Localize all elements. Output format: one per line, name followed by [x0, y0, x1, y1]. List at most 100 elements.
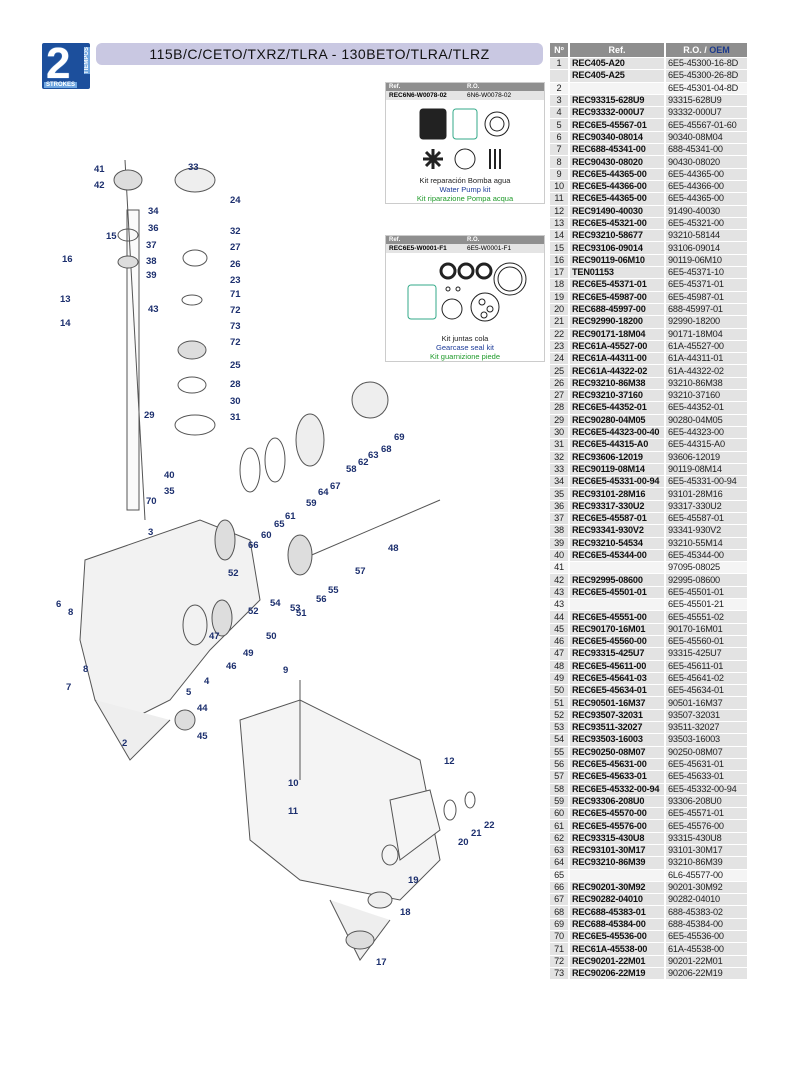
- part-oem: 91490-40030: [666, 205, 747, 217]
- part-oem: 93317-330U2: [666, 500, 747, 512]
- part-ref: REC6E5-45641-03: [570, 672, 664, 685]
- part-oem: 6E5-44365-00: [666, 168, 747, 180]
- part-number: 63: [550, 845, 568, 857]
- part-oem: 93511-32027: [666, 722, 747, 734]
- callout-label: 46: [226, 661, 237, 672]
- part-number: 21: [550, 316, 568, 328]
- part-oem: 6L6-45577-00: [666, 869, 747, 881]
- callout-label: 20: [458, 837, 469, 848]
- part-ref: REC61A-44311-00: [570, 353, 664, 365]
- callout-label: 3: [148, 527, 154, 538]
- callout-label: 59: [306, 498, 317, 509]
- callout-label: 35: [164, 486, 175, 497]
- part-number: 40: [550, 549, 568, 562]
- part-oem: 6E5-44365-00: [666, 193, 747, 205]
- part-oem: 93106-09014: [666, 242, 747, 254]
- part-ref: REC90280-04M05: [570, 414, 664, 426]
- part-number: 66: [550, 881, 568, 894]
- part-number: [550, 70, 568, 82]
- callout-label: 72: [230, 337, 241, 348]
- part-number: 22: [550, 328, 568, 340]
- part-number: 73: [550, 967, 568, 980]
- col-oem-label: OEM: [709, 45, 730, 55]
- part-number: 5: [550, 119, 568, 131]
- part-oem: 6E5-45987-01: [666, 291, 747, 303]
- part-ref: REC93503-16003: [570, 734, 664, 746]
- part-oem: 90171-18M04: [666, 328, 747, 340]
- pump-parts-drawing: [113, 167, 216, 436]
- part-number: 61: [550, 820, 568, 832]
- part-ref: REC93317-330U2: [570, 500, 664, 512]
- part-ref: REC6E5-45631-00: [570, 758, 664, 771]
- part-ref: REC93210-37160: [570, 390, 664, 402]
- part-number: 70: [550, 931, 568, 943]
- part-oem: 6E5-45331-00-94: [666, 476, 747, 488]
- part-ref: REC93315-628U9: [570, 94, 664, 107]
- part-ref: REC93507-32031: [570, 709, 664, 722]
- part-number: 12: [550, 205, 568, 217]
- part-ref: REC688-45384-00: [570, 918, 664, 931]
- col-ref-header: Ref.: [570, 43, 664, 57]
- kit-ro: 6E5-W0001-F1: [467, 245, 512, 252]
- part-number: 30: [550, 426, 568, 439]
- callout-label: 55: [328, 585, 339, 596]
- part-ref: REC688-45383-01: [570, 906, 664, 918]
- callout-label: 58: [346, 464, 357, 475]
- callout-label: 8: [83, 664, 89, 675]
- part-number: 24: [550, 353, 568, 365]
- part-oem: 688-45384-00: [666, 918, 747, 931]
- part-oem: 93315-628U9: [666, 94, 747, 107]
- part-number: 6: [550, 131, 568, 144]
- logo-number: 2: [46, 43, 71, 88]
- callout-label: 45: [197, 731, 208, 742]
- part-oem: 6E5-45332-00-94: [666, 783, 747, 795]
- part-number: 43: [550, 586, 568, 599]
- kit-ref-label: Ref.: [389, 84, 401, 90]
- gearcase-seal-kit-image: [407, 262, 527, 322]
- part-number: 55: [550, 746, 568, 758]
- part-oem: 6E5-45611-01: [666, 660, 747, 672]
- part-oem: 90430-08020: [666, 156, 747, 168]
- part-number: 56: [550, 758, 568, 771]
- logo-strokes: STROKES: [44, 82, 78, 88]
- part-number: 2: [550, 82, 568, 94]
- part-ref: REC90119-06M10: [570, 254, 664, 267]
- part-oem: 93306-208U0: [666, 795, 747, 808]
- part-oem: 6E5-45501-01: [666, 586, 747, 599]
- part-oem: 93507-32031: [666, 709, 747, 722]
- part-ref: REC93101-30M17: [570, 845, 664, 857]
- part-number: 54: [550, 734, 568, 746]
- part-ref: REC61A-44322-02: [570, 365, 664, 377]
- part-number: 69: [550, 918, 568, 931]
- part-number: 15: [550, 242, 568, 254]
- part-oem: 6E5-45560-01: [666, 635, 747, 648]
- callout-label: 54: [270, 598, 281, 609]
- part-number: 35: [550, 488, 568, 500]
- callout-label: 67: [330, 481, 341, 492]
- part-number: 37: [550, 512, 568, 525]
- part-oem: 93101-30M17: [666, 845, 747, 857]
- callout-label: 36: [148, 223, 159, 234]
- part-ref: REC93101-28M16: [570, 488, 664, 500]
- part-oem: 97095-08025: [666, 562, 747, 574]
- part-ref: REC6E5-45321-00: [570, 217, 664, 230]
- part-oem: 93332-000U7: [666, 107, 747, 119]
- part-number: 28: [550, 402, 568, 414]
- callout-label: 73: [230, 321, 241, 332]
